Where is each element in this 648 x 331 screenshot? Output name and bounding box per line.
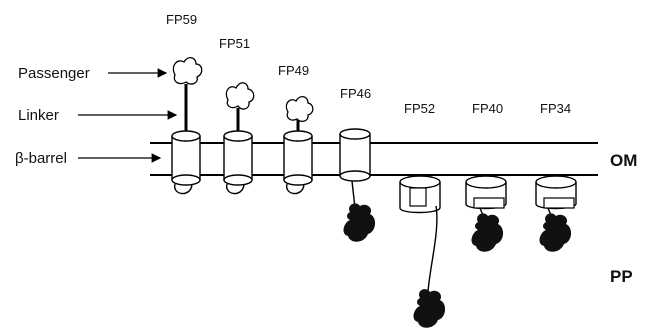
construct-label-fp51: FP51 <box>219 36 250 51</box>
construct-label-fp59: FP59 <box>166 12 197 27</box>
fp52-construct <box>400 176 445 328</box>
label-om: OM <box>610 151 637 170</box>
outer-membrane <box>150 143 598 175</box>
fp51-construct <box>224 83 254 194</box>
fp49-construct <box>284 97 313 194</box>
label-pp: PP <box>610 267 633 286</box>
label-passenger: Passenger <box>18 65 90 82</box>
label-linker: Linker <box>18 107 59 124</box>
fp59-construct <box>172 58 202 194</box>
construct-label-fp52: FP52 <box>404 101 435 116</box>
construct-label-fp34: FP34 <box>540 101 571 116</box>
label-beta-barrel: β-barrel <box>15 150 67 167</box>
construct-label-fp49: FP49 <box>278 63 309 78</box>
construct-label-fp46: FP46 <box>340 86 371 101</box>
fp34-construct <box>536 176 576 252</box>
fp46-construct <box>340 129 375 242</box>
fp40-construct <box>466 176 506 252</box>
construct-label-fp40: FP40 <box>472 101 503 116</box>
